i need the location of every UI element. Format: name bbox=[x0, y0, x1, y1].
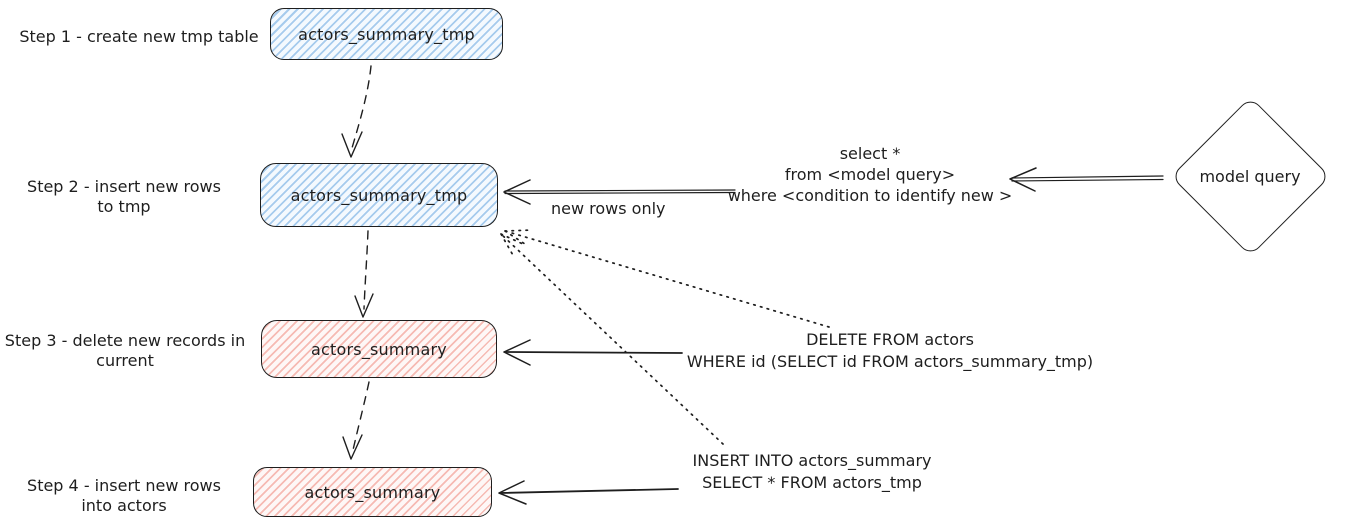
dashed-arrow-step2-step3 bbox=[354, 230, 374, 318]
step4-caption-line1: Step 4 - insert new rows bbox=[27, 476, 221, 495]
insert-sql-line2: SELECT * FROM actors_tmp bbox=[702, 473, 922, 492]
step1-caption: Step 1 - create new tmp table bbox=[8, 27, 270, 47]
arrow-insert-to-step4 bbox=[498, 480, 679, 505]
step2-caption: Step 2 - insert new rows to tmp bbox=[18, 177, 230, 217]
dashed-arrow-step1-step2 bbox=[341, 65, 372, 158]
dashed-arrow-step3-step4 bbox=[342, 381, 370, 460]
delete-sql: DELETE FROM actors WHERE id (SELECT id F… bbox=[684, 329, 1096, 373]
step2-table-node: actors_summary_tmp bbox=[260, 163, 498, 227]
step2-table-name: actors_summary_tmp bbox=[290, 185, 468, 205]
step4-caption: Step 4 - insert new rows into actors bbox=[18, 476, 230, 516]
step3-caption-line2: current bbox=[96, 351, 154, 370]
model-query-sql-line1: select * bbox=[839, 144, 901, 163]
insert-sql-line1: INSERT INTO actors_summary bbox=[692, 451, 932, 470]
step4-caption-line2: into actors bbox=[81, 496, 167, 515]
step3-caption: Step 3 - delete new records in current bbox=[0, 331, 250, 371]
step3-table-name: actors_summary bbox=[311, 339, 447, 359]
step1-table-name: actors_summary_tmp bbox=[298, 24, 475, 44]
arrow-diamond-to-query bbox=[1009, 167, 1164, 192]
step3-caption-line1: Step 3 - delete new records in bbox=[4, 331, 246, 350]
delete-sql-line1: DELETE FROM actors bbox=[806, 330, 974, 349]
arrow-delete-to-step3 bbox=[503, 339, 683, 366]
step4-table-node: actors_summary bbox=[253, 467, 492, 517]
step4-table-name: actors_summary bbox=[304, 482, 441, 502]
step3-table-node: actors_summary bbox=[261, 320, 497, 378]
model-query-sql-line2: from <model query> bbox=[784, 165, 956, 184]
step1-table-node: actors_summary_tmp bbox=[270, 8, 503, 60]
step2-caption-line2: to tmp bbox=[97, 197, 151, 216]
insert-sql: INSERT INTO actors_summary SELECT * FROM… bbox=[680, 450, 944, 494]
model-query-sql: select * from <model query> where <condi… bbox=[720, 143, 1020, 206]
new-rows-only-label: new rows only bbox=[551, 199, 666, 218]
delete-sql-line2: WHERE id (SELECT id FROM actors_summary_… bbox=[686, 352, 1094, 371]
model-query-sql-line3: where <condition to identify new > bbox=[727, 186, 1013, 205]
dotted-arrow-insert-to-tmp bbox=[500, 233, 724, 445]
dotted-arrow-delete-to-tmp bbox=[504, 229, 830, 328]
step2-caption-line1: Step 2 - insert new rows bbox=[27, 177, 221, 196]
arrow-query-to-step2 bbox=[503, 179, 736, 205]
step1-caption-line1: Step 1 - create new tmp table bbox=[19, 27, 259, 46]
model-query-label: model query bbox=[1199, 167, 1301, 186]
